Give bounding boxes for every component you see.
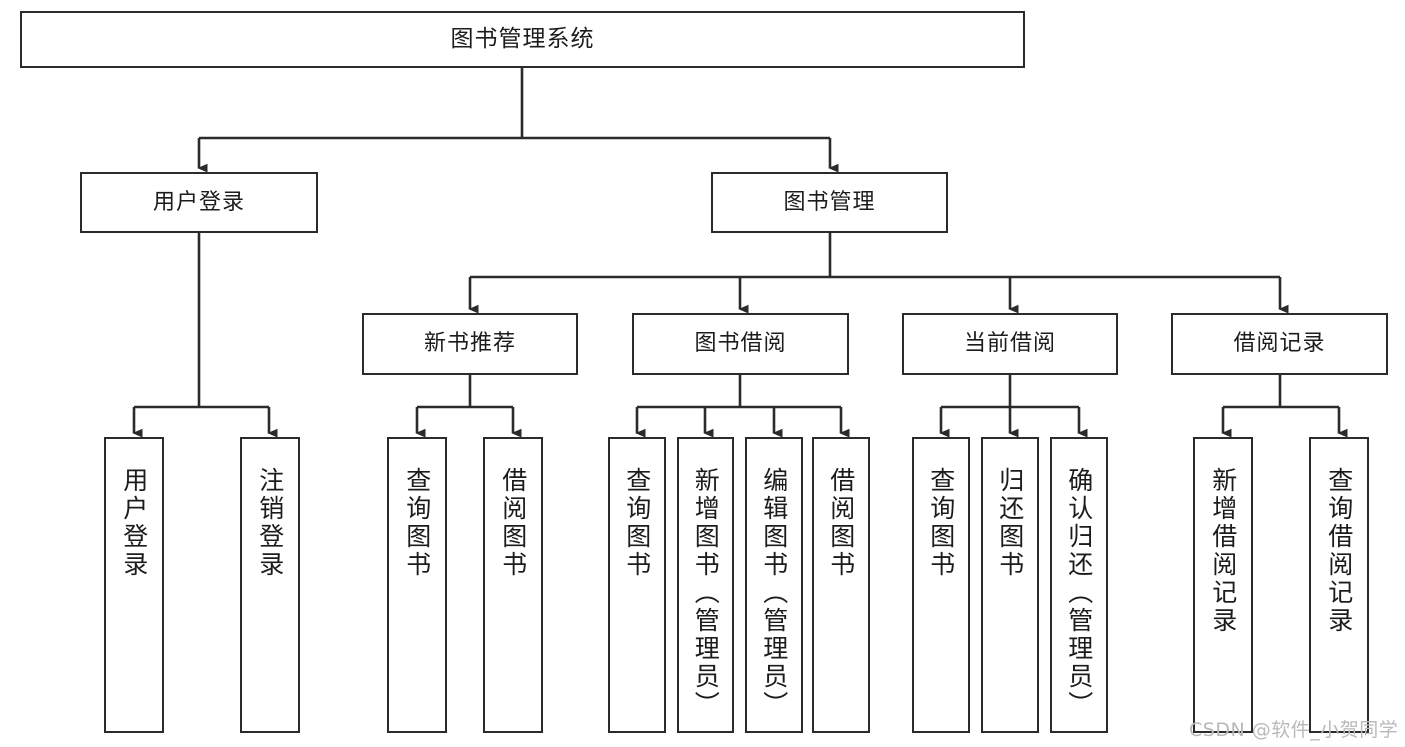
leaf-user-logout[interactable]: 注销登录 — [240, 437, 300, 733]
leaf-user-login[interactable]: 用户登录 — [104, 437, 164, 733]
node-label: 归还图书 — [995, 467, 1025, 579]
csdn-watermark: CSDN @软件_小贺同学 — [1189, 719, 1399, 741]
leaf-query-book-recommend[interactable]: 查询图书 — [387, 437, 447, 733]
node-label: 借阅图书 — [826, 467, 856, 579]
node-label: 图书借阅 — [694, 331, 787, 357]
node-book-borrow[interactable]: 图书借阅 — [632, 313, 849, 375]
node-label: 新增图书（管理员） — [691, 467, 721, 719]
node-book-management-system[interactable]: 图书管理系统 — [20, 11, 1025, 68]
node-label: 新增借阅记录 — [1208, 467, 1238, 635]
node-book-management[interactable]: 图书管理 — [711, 172, 948, 233]
node-label: 确认归还（管理员） — [1064, 467, 1094, 719]
node-label: 图书管理 — [783, 189, 876, 215]
leaf-add-borrow-record[interactable]: 新增借阅记录 — [1193, 437, 1253, 733]
leaf-query-book-borrow[interactable]: 查询图书 — [608, 437, 666, 733]
leaf-return-book[interactable]: 归还图书 — [981, 437, 1039, 733]
node-label: 查询图书 — [622, 467, 652, 579]
node-label: 注销登录 — [255, 467, 285, 579]
leaf-query-borrow-record[interactable]: 查询借阅记录 — [1309, 437, 1369, 733]
node-label: 借阅记录 — [1233, 331, 1326, 357]
node-label: 查询图书 — [402, 467, 432, 579]
leaf-add-book-admin[interactable]: 新增图书（管理员） — [677, 437, 734, 733]
node-label: 当前借阅 — [963, 331, 1056, 357]
node-label: 编辑图书（管理员） — [759, 467, 789, 719]
leaf-edit-book-admin[interactable]: 编辑图书（管理员） — [745, 437, 803, 733]
node-label: 用户登录 — [119, 467, 149, 579]
node-new-book-recommend[interactable]: 新书推荐 — [362, 313, 578, 375]
node-label: 查询借阅记录 — [1324, 467, 1354, 635]
node-label: 借阅图书 — [498, 467, 528, 579]
node-current-borrow[interactable]: 当前借阅 — [902, 313, 1118, 375]
node-borrow-record[interactable]: 借阅记录 — [1171, 313, 1388, 375]
leaf-borrow-book-recommend[interactable]: 借阅图书 — [483, 437, 543, 733]
leaf-query-book-current[interactable]: 查询图书 — [912, 437, 970, 733]
leaf-borrow-book[interactable]: 借阅图书 — [812, 437, 870, 733]
leaf-confirm-return-admin[interactable]: 确认归还（管理员） — [1050, 437, 1108, 733]
node-label: 用户登录 — [152, 189, 245, 215]
node-label: 图书管理系统 — [450, 26, 595, 53]
node-user-login[interactable]: 用户登录 — [80, 172, 318, 233]
node-label: 新书推荐 — [423, 331, 516, 357]
node-label: 查询图书 — [926, 467, 956, 579]
